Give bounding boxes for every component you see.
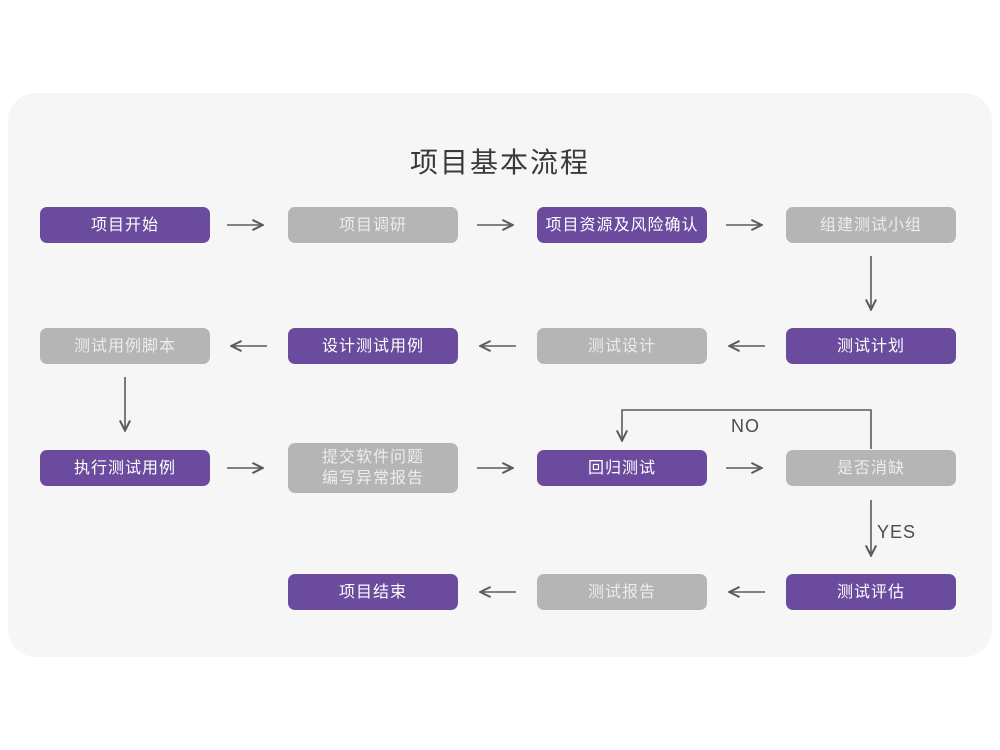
node-test-design: 测试设计	[537, 328, 707, 364]
page-title: 项目基本流程	[409, 147, 590, 178]
node-defect-resolved: 是否消缺	[786, 450, 956, 486]
branch-label-no: NO	[731, 416, 760, 436]
node-project-start: 项目开始	[40, 207, 210, 243]
node-regression-test: 回归测试	[537, 450, 707, 486]
node-project-research: 项目调研	[288, 207, 458, 243]
node-project-end: 项目结束	[288, 574, 458, 610]
node-submit-issue-report: 提交软件问题 编写异常报告	[288, 443, 458, 493]
node-resources-and-risk: 项目资源及风险确认	[537, 207, 707, 243]
node-design-test-cases: 设计测试用例	[288, 328, 458, 364]
node-test-report: 测试报告	[537, 574, 707, 610]
node-test-plan: 测试计划	[786, 328, 956, 364]
branch-label-yes: YES	[877, 522, 917, 542]
node-test-evaluation: 测试评估	[786, 574, 956, 610]
node-execute-test-cases: 执行测试用例	[40, 450, 210, 486]
node-test-case-script: 测试用例脚本	[40, 328, 210, 364]
node-build-test-team: 组建测试小组	[786, 207, 956, 243]
flowchart-card	[8, 93, 992, 657]
